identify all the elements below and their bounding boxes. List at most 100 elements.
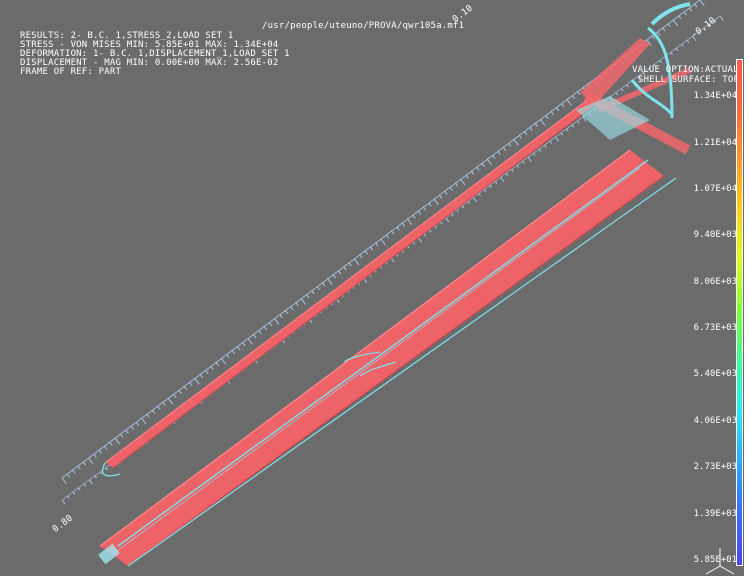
ruler-tick [637, 76, 642, 82]
ruler-tick [157, 406, 161, 410]
coordinate-triad-icon [705, 548, 735, 575]
ruler-tick [189, 382, 193, 386]
ruler-tick [449, 186, 453, 191]
ruler-tick [77, 465, 81, 470]
ruler-tick [566, 99, 572, 106]
ruler-tick [237, 346, 241, 351]
ruler-tick [524, 131, 528, 135]
ruler-tick [263, 326, 267, 331]
ruler-tick [412, 214, 416, 219]
ruler-tick [205, 370, 209, 374]
ruler-tick [450, 213, 454, 217]
ruler-tick [130, 425, 134, 430]
ruler-tick [670, 52, 673, 56]
ruler-tick [683, 11, 687, 16]
ruler-tick [396, 226, 400, 231]
ruler-tick [194, 378, 200, 385]
ruler-tick [407, 218, 413, 226]
ruler-tick [518, 135, 523, 139]
ruler-tick [455, 182, 459, 187]
ruler-tick [364, 250, 368, 255]
ruler-tick [444, 190, 448, 195]
ruler-tick [199, 374, 204, 378]
ruler-tick [279, 314, 283, 319]
ruler-tick [667, 23, 671, 28]
ruler-tick [104, 445, 108, 450]
ruler-tick [173, 394, 177, 398]
ruler-tick [646, 39, 652, 46]
ruler-tick [527, 156, 532, 162]
file-path: /usr/people/uteuno/PROVA/qwr105a.mf1 [262, 21, 465, 31]
ruler-tick [675, 47, 679, 51]
ruler-tick [472, 197, 477, 203]
info-line: RESULTS: 2- B.C. 1,STRESS_2,LOAD SET 1 [20, 31, 234, 41]
dimension-ruler-upper [61, 0, 701, 479]
ruler-tick [98, 449, 103, 454]
ruler-tick [178, 390, 182, 394]
ruler-tick [151, 409, 156, 414]
ruler-tick [529, 127, 533, 131]
ruler-tick [247, 338, 253, 345]
ruler-tick [555, 136, 560, 142]
upper-bracket [576, 2, 692, 155]
ruler-tick [162, 402, 166, 406]
ruler-tick [167, 398, 174, 405]
ruler-tick [94, 475, 98, 479]
ruler-tick [500, 177, 505, 182]
ruler-tick [659, 60, 662, 64]
ruler-tick [688, 7, 693, 12]
ruler-tick [82, 461, 87, 466]
ruler-tick [89, 479, 94, 485]
ruler-tick [83, 483, 87, 487]
ruler-tick [513, 139, 519, 146]
ruler-tick [550, 111, 554, 116]
ruler-tick [540, 119, 546, 126]
ruler-tick [61, 477, 67, 485]
ruler-tick [651, 35, 655, 40]
ruler-tick [545, 115, 549, 120]
ruler-tick [125, 429, 129, 434]
ruler-tick [258, 330, 262, 335]
ruler-tick [300, 298, 306, 305]
ruler-tick [72, 469, 76, 474]
ruler-tick [268, 322, 273, 327]
ruler-tick [327, 278, 333, 285]
info-line: STRESS - VON MISES MIN: 5.85E+01 MAX: 1.… [20, 40, 279, 50]
ruler-tick [295, 302, 299, 307]
ruler-tick [418, 237, 423, 243]
info-line: DEFORMATION: 1- B.C. 1,DISPLACEMENT_1,LO… [20, 49, 290, 59]
ruler-tick [561, 103, 565, 108]
ruler-tick [390, 257, 395, 263]
ruler-tick [692, 35, 697, 41]
ruler-tick [114, 437, 120, 445]
ruler-tick [385, 234, 390, 239]
ruler-tick [648, 68, 651, 72]
ruler-tick [221, 358, 227, 365]
ruler-tick [369, 246, 374, 251]
main-beam [98, 149, 677, 567]
ruler-tick [502, 147, 507, 151]
ruler-tick [136, 421, 140, 426]
ruler-tick [694, 3, 698, 8]
ruler-tick [486, 159, 493, 166]
ruler-tick [354, 258, 360, 265]
ruler-tick [417, 210, 422, 215]
ruler-tick [571, 95, 576, 100]
ruler-tick [678, 15, 682, 20]
ruler-tick [662, 27, 666, 32]
ruler-tick [470, 170, 475, 175]
ruler-tick [88, 457, 94, 465]
ruler-tick [332, 274, 336, 279]
ruler-tick [391, 230, 395, 235]
ruler-tick [556, 107, 560, 112]
ruler-tick [657, 31, 661, 36]
ruler-tick [380, 238, 386, 246]
ruler-tick [210, 366, 214, 370]
ruler-tick [699, 0, 705, 7]
ruler-tick [508, 143, 512, 147]
ruler-tick [316, 286, 320, 291]
ruler-tick [582, 116, 587, 122]
ruler-tick [231, 350, 235, 355]
